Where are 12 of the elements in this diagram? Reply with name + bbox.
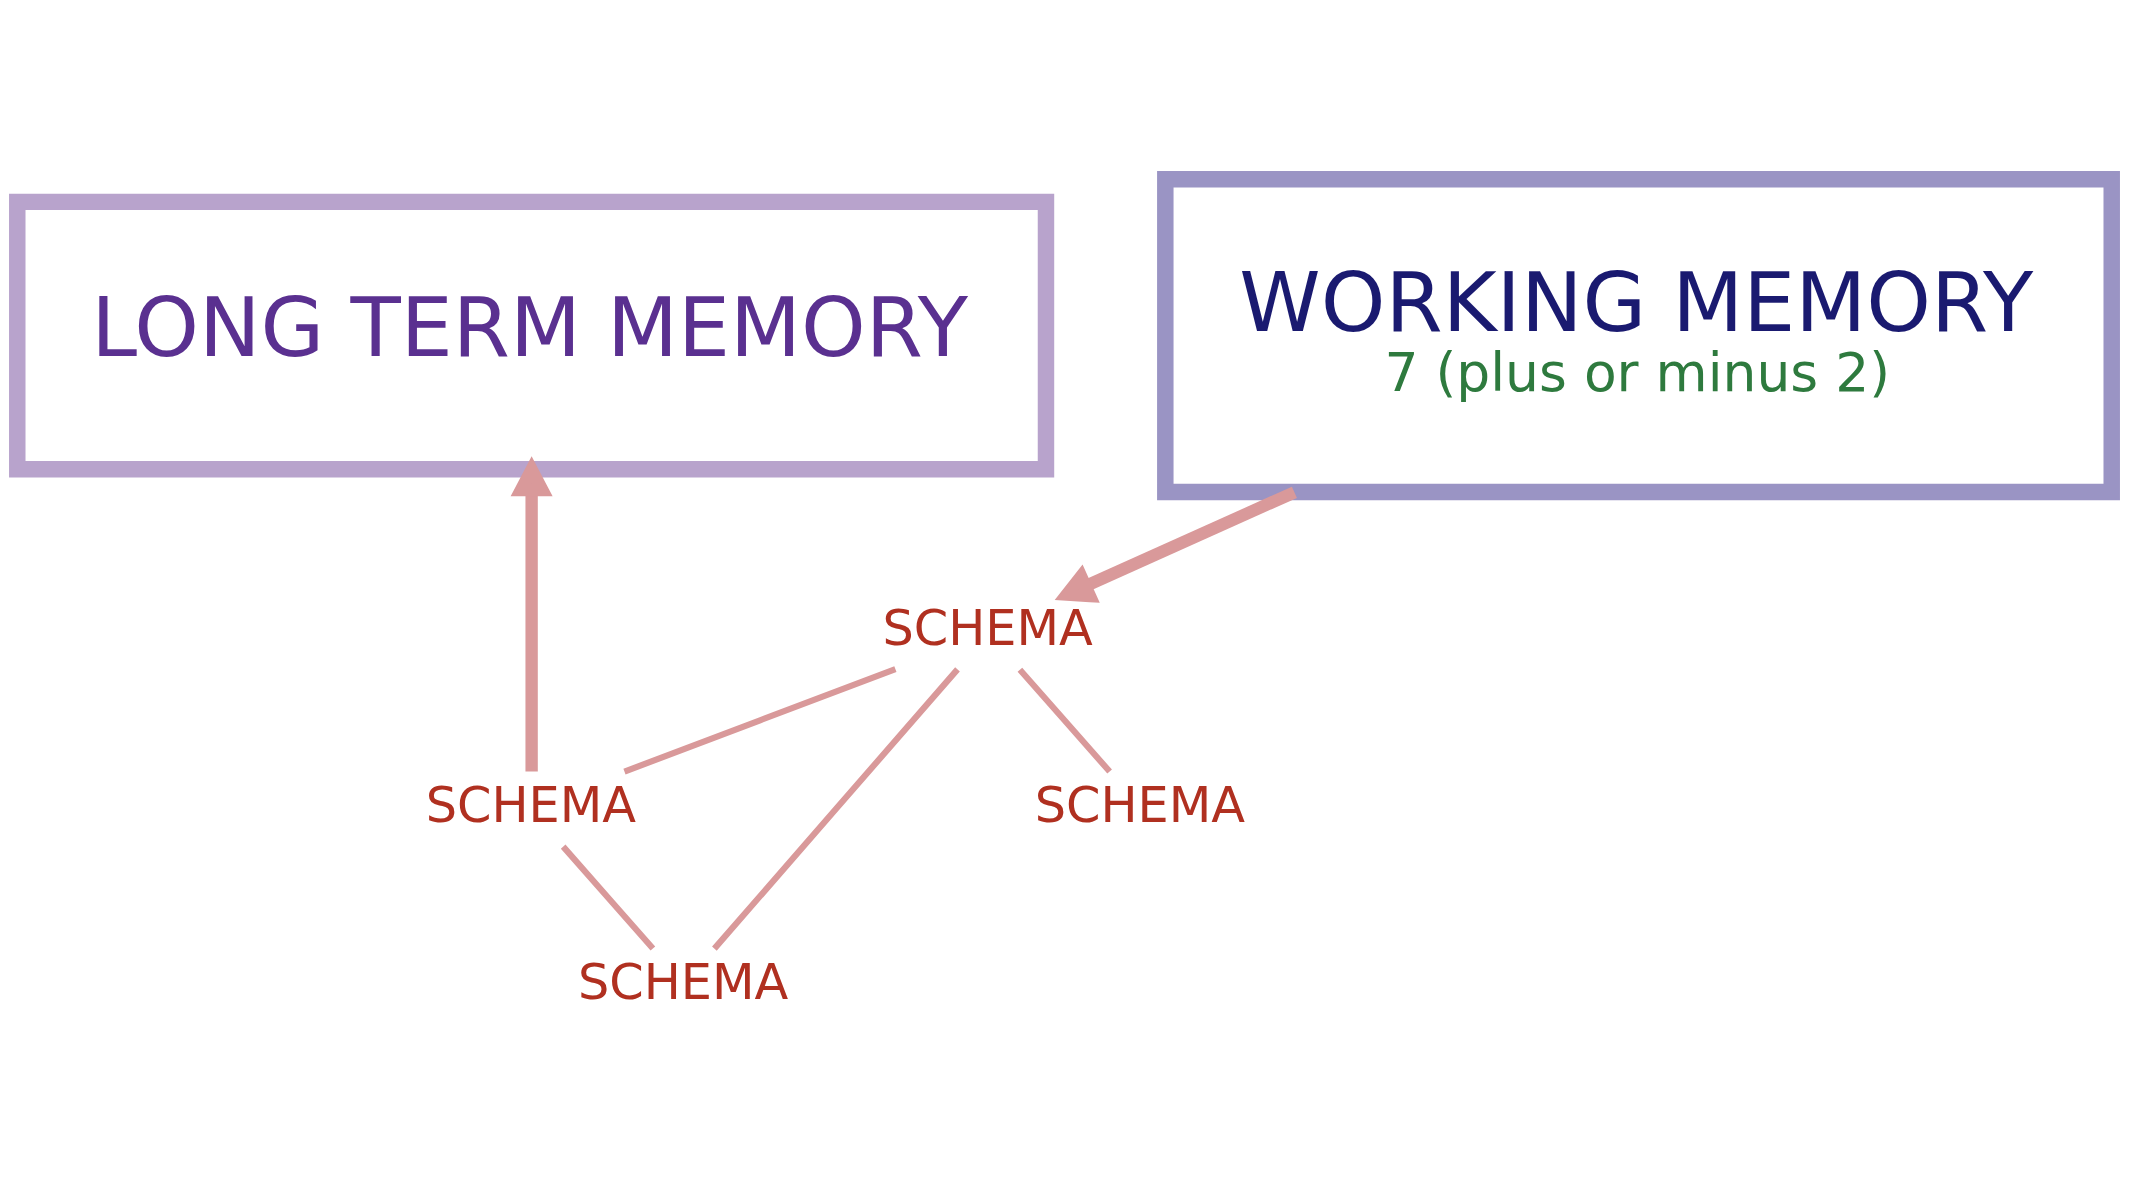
connector: [560, 844, 656, 951]
node-text: SCHEMA: [882, 598, 1093, 657]
connector: [1017, 667, 1112, 774]
arrow: [510, 455, 553, 772]
node-text: SCHEMA: [577, 951, 789, 1010]
node-box: LONG TERM MEMORY: [9, 193, 1055, 478]
connector: [623, 665, 897, 774]
connector: [712, 666, 960, 951]
node-box: WORKING MEMORY 7 (plus or minus 2): [1157, 170, 2120, 500]
arrow: [1054, 486, 1297, 603]
node-text: SCHEMA: [1034, 775, 1246, 834]
node-text: SCHEMA: [425, 775, 637, 834]
